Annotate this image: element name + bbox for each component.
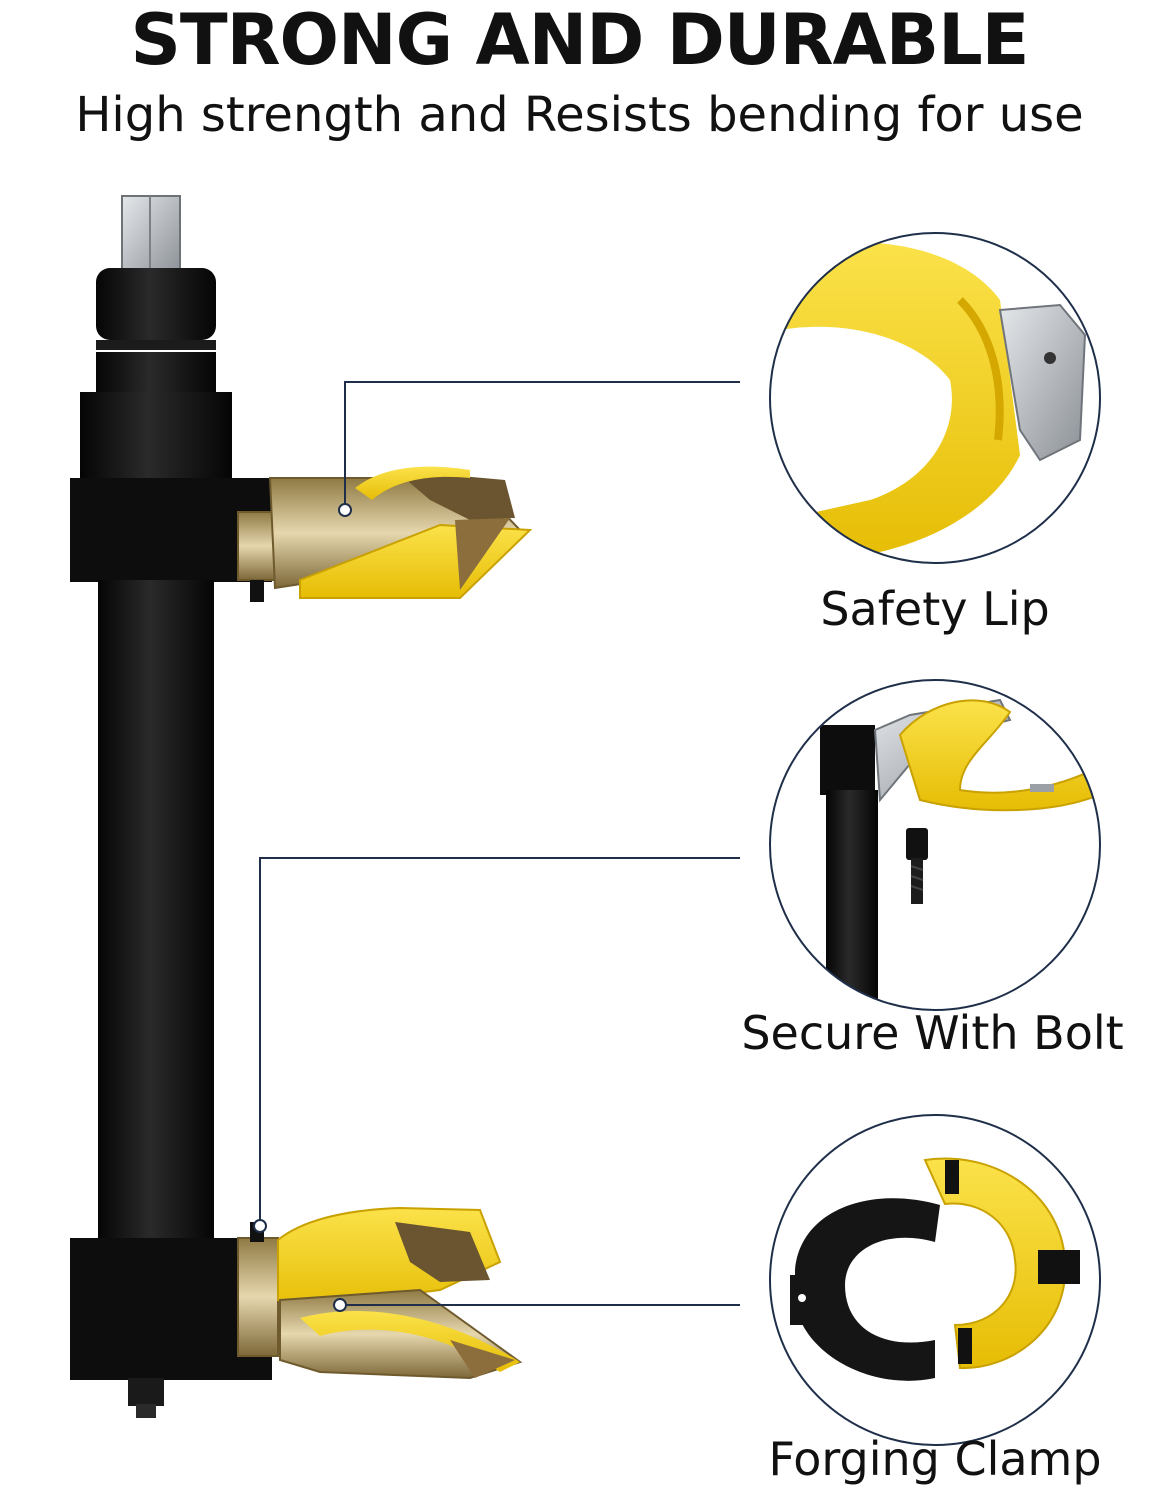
grease-nipple bbox=[128, 1378, 164, 1406]
leader-lines bbox=[259, 381, 740, 1306]
steel-lip-tab bbox=[998, 303, 1087, 462]
leader-dot-safety-lip bbox=[338, 503, 352, 517]
callout-label-forging-clamp: Forging Clamp bbox=[768, 1432, 1102, 1486]
subheadline: High strength and Resists bending for us… bbox=[75, 87, 1084, 143]
leader-line-secure-bolt bbox=[259, 857, 740, 1224]
upper-collar bbox=[80, 392, 232, 484]
spring-compressor-tool bbox=[70, 195, 533, 1418]
callout-label-safety-lip: Safety Lip bbox=[820, 582, 1050, 636]
detail-circle-forging-clamp bbox=[769, 1114, 1101, 1446]
yellow-clamp-insert bbox=[923, 1157, 1067, 1370]
upper-cap bbox=[96, 268, 216, 340]
leader-dot-secure-bolt bbox=[253, 1219, 267, 1233]
callout-label-secure-with-bolt: Secure With Bolt bbox=[741, 1006, 1124, 1060]
bolt-icon bbox=[906, 828, 928, 904]
leader-line-safety-lip bbox=[344, 381, 740, 508]
detail-circle-safety-lip bbox=[769, 232, 1101, 564]
headline: STRONG AND DURABLE bbox=[130, 0, 1029, 81]
black-clamp-plate bbox=[795, 1198, 940, 1381]
upper-jaw bbox=[237, 466, 533, 602]
main-rod bbox=[98, 580, 214, 1240]
leader-dot-forging-clamp bbox=[333, 1298, 347, 1312]
detail-circle-secure-bolt bbox=[769, 679, 1101, 1011]
lower-jaw bbox=[237, 1206, 523, 1380]
